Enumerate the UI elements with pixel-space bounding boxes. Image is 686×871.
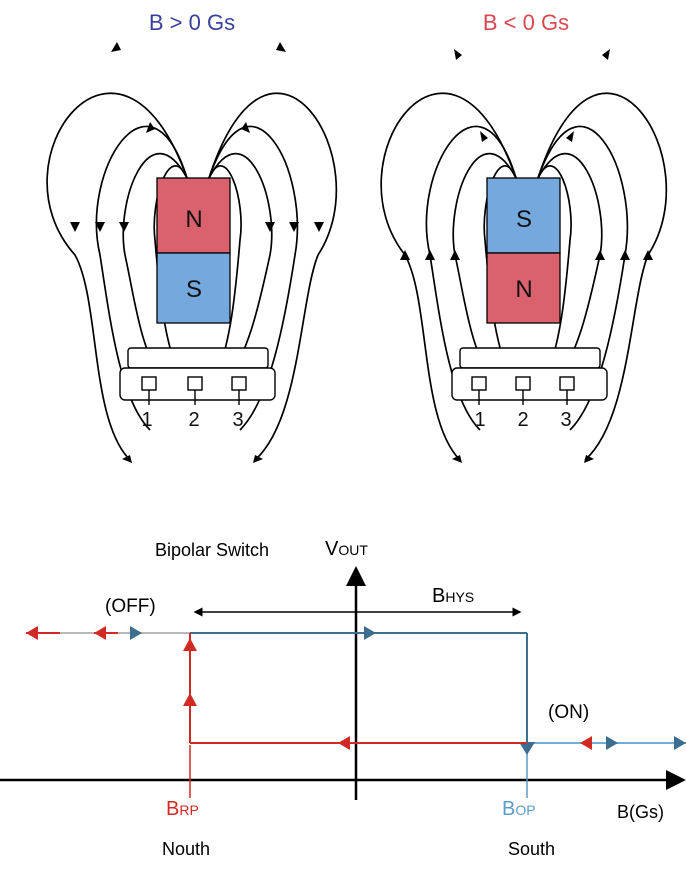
y-axis-arrow-icon xyxy=(346,566,366,586)
y-axis-label: VOUT xyxy=(325,538,368,560)
on-label: (ON) xyxy=(548,702,589,723)
blue-arrow-icon xyxy=(606,736,618,750)
right-pin-1-label: 1 xyxy=(474,409,485,431)
arrow-icon xyxy=(314,222,324,232)
hysteresis-label: BHYS xyxy=(432,585,474,607)
hysteresis-graph xyxy=(0,566,686,800)
hall-sensor-left xyxy=(119,347,276,405)
brp-label: BRP xyxy=(166,798,199,820)
south-pole-side-label: South xyxy=(508,839,555,859)
arrow-icon xyxy=(289,222,299,232)
blue-arrow-icon xyxy=(130,626,142,640)
left-pin-3-label: 3 xyxy=(232,409,243,431)
red-trace xyxy=(189,633,527,744)
left-lower-pole-label: S xyxy=(186,276,202,303)
arrow-icon xyxy=(480,131,488,142)
south-pole-block xyxy=(156,252,231,324)
north-pole-block xyxy=(486,252,561,324)
blue-trace xyxy=(190,632,528,743)
arrow-icon xyxy=(620,250,630,260)
arrow-icon xyxy=(119,222,129,232)
off-label: (OFF) xyxy=(105,596,156,617)
red-arrow-icon xyxy=(183,638,197,651)
field-arrows-right xyxy=(400,49,653,463)
north-pole-block xyxy=(156,177,231,254)
right-field-label: B < 0 Gs xyxy=(483,10,569,35)
arrow-icon xyxy=(276,42,286,52)
arrow-icon xyxy=(122,455,132,463)
arrow-icon xyxy=(70,222,80,232)
arrow-icon xyxy=(146,122,155,133)
right-pin-2-label: 2 xyxy=(517,409,528,431)
x-axis-arrow-icon xyxy=(666,770,686,790)
arrow-icon xyxy=(452,455,462,463)
bop-label: BOP xyxy=(502,798,536,820)
arrow-icon xyxy=(643,250,653,260)
arrow-icon xyxy=(400,250,410,260)
arrow-icon xyxy=(584,455,594,463)
arrow-icon xyxy=(95,222,105,232)
arrow-icon xyxy=(241,122,250,133)
left-upper-pole-label: N xyxy=(185,206,202,233)
arrow-icon xyxy=(265,222,275,232)
blue-arrow-icon xyxy=(519,742,535,755)
south-pole-block xyxy=(486,177,561,254)
left-pin-1-label: 1 xyxy=(141,409,152,431)
hall-sensor-right xyxy=(451,347,608,405)
arrow-icon xyxy=(602,49,610,60)
red-arrow-icon xyxy=(580,736,592,750)
graph-title: Bipolar Switch xyxy=(155,540,269,560)
arrow-icon xyxy=(454,49,462,60)
blue-arrow-icon xyxy=(364,626,376,640)
right-pin-3-label: 3 xyxy=(560,409,571,431)
arrow-icon xyxy=(595,250,605,260)
left-pin-2-label: 2 xyxy=(188,409,199,431)
arrow-icon xyxy=(111,42,121,52)
arrow-icon xyxy=(253,455,263,463)
red-arrow-icon xyxy=(338,736,350,750)
arrow-icon xyxy=(425,250,435,260)
left-magnet-panel xyxy=(46,42,338,463)
left-field-label: B > 0 Gs xyxy=(149,10,235,35)
field-arrows-left xyxy=(70,42,324,463)
x-axis-label: B(Gs) xyxy=(617,802,664,822)
right-upper-pole-label: S xyxy=(516,206,532,233)
right-magnet-panel xyxy=(380,49,668,463)
blue-arrow-icon xyxy=(674,736,686,750)
north-pole-side-label: Nouth xyxy=(162,839,210,859)
right-lower-pole-label: N xyxy=(515,276,532,303)
arrow-icon xyxy=(566,131,574,142)
red-arrow-icon xyxy=(183,693,197,706)
arrow-icon xyxy=(450,250,460,260)
